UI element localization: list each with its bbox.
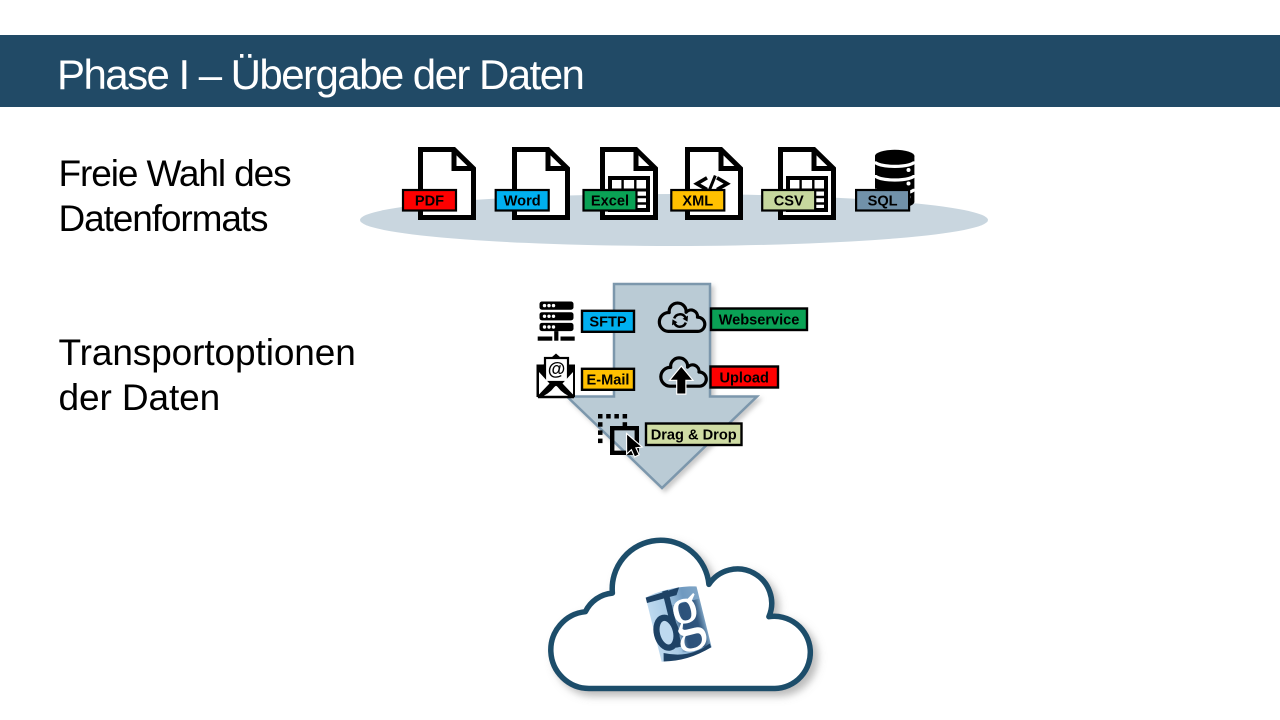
svg-text:CSV: CSV (774, 194, 804, 210)
svg-text:@: @ (548, 359, 566, 379)
svg-text:Drag & Drop: Drag & Drop (651, 428, 737, 444)
svg-text:E-Mail: E-Mail (587, 373, 630, 389)
svg-text:SFTP: SFTP (589, 315, 627, 331)
svg-text:Word: Word (504, 194, 541, 210)
svg-text:SQL: SQL (868, 194, 898, 210)
svg-text:PDF: PDF (415, 194, 444, 210)
svg-text:Excel: Excel (591, 194, 629, 210)
svg-text:Webservice: Webservice (719, 313, 800, 329)
svg-text:Upload: Upload (719, 370, 768, 386)
svg-text:XML: XML (682, 194, 713, 210)
